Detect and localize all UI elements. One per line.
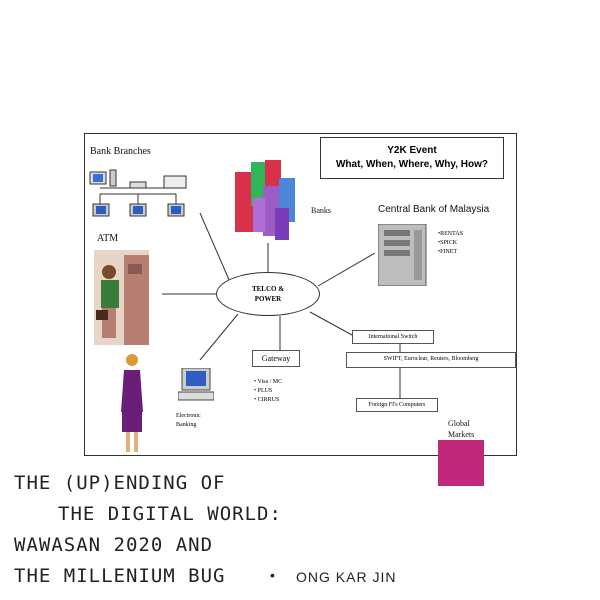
- visa-mc-item: • Visa / MC: [254, 379, 283, 385]
- banks-label: Banks: [311, 206, 331, 215]
- gateway-networks: • Visa / MC • PLUS • CIRRUS: [254, 378, 282, 405]
- bank-branches-network-icon: [89, 169, 187, 217]
- gateway-box: Gateway: [252, 350, 300, 367]
- electronic-banking-label: Electronic Banking: [176, 412, 201, 430]
- banks-buildings-icon: [235, 160, 295, 240]
- central-bank-label: Central Bank of Malaysia: [378, 204, 490, 215]
- accent-square: [438, 440, 484, 486]
- title-line-2: THE DIGITAL WORLD:: [58, 503, 282, 525]
- y2k-event-box: Y2K Event What, When, Where, Why, How?: [320, 137, 504, 179]
- electronic-banking-line-1: Electronic: [176, 413, 201, 419]
- electronic-banking-line-2: Banking: [176, 422, 197, 428]
- telco-power-hub: TELCO & POWER: [216, 272, 320, 316]
- swift-box: SWIFT, Euroclear, Reuters, Bloomberg: [346, 352, 516, 368]
- rentas-item: •RENTAS: [438, 231, 463, 237]
- finet-item: •FINET: [438, 249, 458, 255]
- title-line-3: WAWASAN 2020 AND: [14, 534, 214, 556]
- bank-branches-label: Bank Branches: [90, 146, 151, 157]
- y2k-title: Y2K Event: [387, 145, 437, 156]
- cirrus-item: • CIRRUS: [254, 397, 280, 403]
- server-icon: [378, 224, 427, 286]
- atm-user-image: [94, 250, 149, 345]
- hub-line-1: TELCO &: [251, 285, 285, 293]
- global-markets-line-2: Markets: [448, 430, 475, 439]
- foreign-fi-box: Foreign FI's Computers: [356, 398, 438, 412]
- international-switch-box: International Switch: [352, 330, 434, 344]
- bullet-separator: •: [270, 567, 276, 583]
- computer-icon: [178, 368, 214, 401]
- spick-item: •SPICK: [438, 240, 458, 246]
- hub-line-2: POWER: [254, 295, 282, 303]
- central-bank-systems: •RENTAS •SPICK •FINET: [438, 230, 463, 257]
- global-markets-line-1: Global: [448, 419, 470, 428]
- title-line-4: THE MILLENIUM BUG: [14, 565, 226, 587]
- plus-item: • PLUS: [254, 388, 273, 394]
- y2k-subtitle: What, When, Where, Why, How?: [335, 159, 489, 170]
- title-line-1: THE (UP)ENDING OF: [14, 472, 226, 494]
- person-icon: [121, 354, 143, 452]
- global-markets-label: Global Markets: [448, 418, 474, 440]
- author-name: ONG KAR JIN: [296, 569, 397, 585]
- atm-label: ATM: [97, 233, 119, 244]
